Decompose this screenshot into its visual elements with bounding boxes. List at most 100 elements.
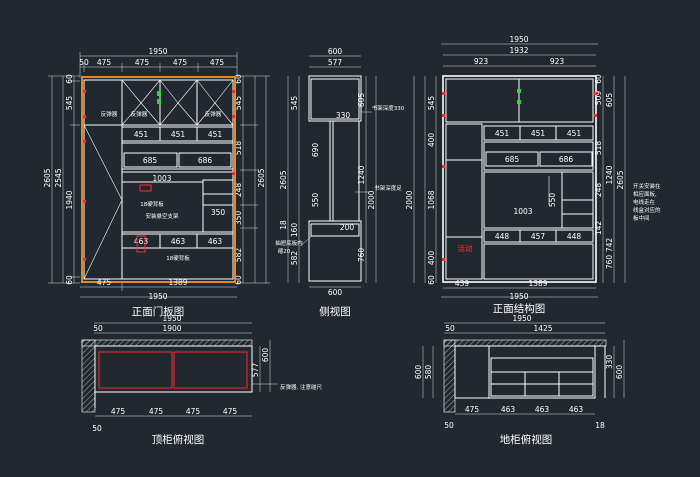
front-door-label: 反弹器: [131, 110, 148, 118]
front-door-350: 350: [211, 208, 226, 217]
bottom-plan-right-dim: 600: [615, 365, 624, 380]
struct-685: 686: [559, 155, 574, 164]
top-plan-title: 顶柜俯视图: [152, 433, 205, 446]
struct-448: 448: [567, 232, 582, 241]
front-door-label: 反弹器: [101, 110, 118, 118]
bottom-plan-end: 18: [595, 421, 605, 430]
front-door-top-seg: 50: [79, 58, 89, 67]
bottom-plan-right-dim: 330: [605, 355, 614, 370]
struct-550: 550: [548, 193, 557, 208]
front-door-685: 686: [198, 156, 213, 165]
front-door-right-dim: 518: [234, 141, 243, 156]
front-door-top-total: 1950: [148, 47, 167, 56]
side-left-dim: 582: [290, 251, 299, 266]
side-note-base-1: 抽屉底板内: [275, 239, 303, 247]
side-title: 侧视图: [319, 305, 351, 318]
front-door-left-dim: 60: [65, 275, 74, 285]
side-200: 200: [340, 223, 355, 232]
front-door-note: 18硬背板: [140, 200, 164, 208]
struct-left-dim: 1068: [427, 190, 436, 209]
front-structure-view: 1950 1932 923 923 545 400 2000 1068 400 …: [405, 35, 661, 315]
struct-right-dim: 1240: [605, 165, 614, 184]
struct-left-dim: 2000: [405, 190, 414, 209]
struct-top-seg: 923: [550, 57, 565, 66]
side-left-dim: 18: [279, 220, 288, 230]
front-door-bottom-seg: 475: [97, 278, 112, 287]
front-door-451: 451: [171, 130, 186, 139]
struct-bottom-seg: 1389: [528, 279, 547, 288]
top-plan-bottom-seg: 475: [149, 407, 164, 416]
top-plan-view: 1950 50 1900 反弹器, 注意碰尺 577 600 475 475 4…: [81, 314, 322, 446]
front-door-451: 451: [208, 130, 223, 139]
front-door-left-dim: 1940: [65, 190, 74, 209]
struct-note: 板中间: [633, 214, 650, 222]
front-door-left-dim: 545: [65, 96, 74, 111]
top-plan-left-w: 50: [93, 324, 103, 333]
struct-685: 685: [505, 155, 520, 164]
struct-448: 448: [495, 232, 510, 241]
struct-right-dim: 60: [594, 74, 603, 84]
front-door-right-dim: 60: [234, 275, 243, 285]
front-door-463: 463: [171, 237, 186, 246]
front-door-note: 18硬背板: [166, 254, 190, 262]
struct-red-label: 活动: [458, 243, 473, 253]
side-right-dim: 2000: [367, 190, 376, 209]
bottom-plan-bottom-seg: 475: [465, 405, 480, 414]
bottom-plan-bottom-seg: 463: [501, 405, 516, 414]
top-plan-bottom-left: 50: [92, 424, 102, 433]
front-door-top-seg: 475: [135, 58, 150, 67]
front-door-left-dim: 2605: [43, 168, 52, 187]
side-note: 书架深度足: [374, 184, 402, 192]
top-plan-right-dim: 600: [261, 348, 270, 363]
front-door-right-dim: 350: [234, 211, 243, 226]
bottom-plan-title: 地柜俯视图: [500, 433, 553, 446]
side-left-dim: 690: [311, 143, 320, 158]
front-door-top-seg: 475: [97, 58, 112, 67]
struct-left-dim: 60: [427, 275, 436, 285]
side-330: 330: [336, 111, 351, 120]
front-door-title: 正面门板图: [132, 305, 185, 318]
struct-right-dim: 742: [605, 238, 614, 253]
side-view: 600 577 545 690 2605 550 18 160 582 605 …: [275, 47, 405, 318]
bottom-plan-total: 1950: [512, 314, 531, 323]
struct-note: 开关安装在: [633, 182, 661, 190]
front-door-463: 463: [208, 237, 223, 246]
front-door-label: 反弹器: [205, 110, 222, 118]
top-plan-note: 反弹器, 注意碰尺: [280, 383, 322, 391]
struct-right-dim: 2605: [616, 170, 625, 189]
bottom-plan-left-w: 50: [445, 324, 455, 333]
top-plan-bottom-seg: 475: [223, 407, 238, 416]
front-door-left-dim: 60: [65, 74, 74, 84]
side-right-dim: 1240: [357, 165, 366, 184]
front-door-note: 安装悬空支架: [145, 212, 179, 220]
front-door-bottom-seg: 1389: [168, 278, 187, 287]
top-plan-total: 1950: [162, 314, 181, 323]
struct-right-dim: 248: [594, 183, 603, 198]
front-door-left-dim: 2545: [54, 168, 63, 187]
front-door-right-dim: 248: [234, 183, 243, 198]
bottom-plan-bottom-seg: 463: [535, 405, 550, 414]
side-left-dim: 160: [290, 223, 299, 238]
struct-bottom-seg: 439: [455, 279, 470, 288]
front-door-top-seg: 475: [210, 58, 225, 67]
struct-451: 451: [531, 129, 546, 138]
struct-right-dim: 760: [605, 255, 614, 270]
front-door-right-dim: 582: [234, 248, 243, 263]
top-plan-right-dim: 577: [251, 363, 260, 378]
front-door-right-dim: 545: [234, 96, 243, 111]
side-top-sub: 577: [328, 58, 343, 67]
front-door-right-dim: 2605: [257, 168, 266, 187]
side-left-dim: 550: [311, 193, 320, 208]
struct-left-dim: 400: [427, 133, 436, 148]
front-door-685: 685: [143, 156, 158, 165]
side-note: 书架深度330: [372, 104, 405, 112]
struct-bottom-total: 1950: [509, 292, 528, 301]
struct-note: 电线走在: [633, 198, 656, 206]
struct-right-dim: 518: [594, 141, 603, 156]
struct-top-seg: 923: [474, 57, 489, 66]
bottom-plan-left-dim: 580: [424, 365, 433, 380]
struct-top-sub: 1932: [509, 46, 528, 55]
side-top-total: 600: [328, 47, 343, 56]
struct-note: 线盒对应的: [633, 206, 661, 214]
